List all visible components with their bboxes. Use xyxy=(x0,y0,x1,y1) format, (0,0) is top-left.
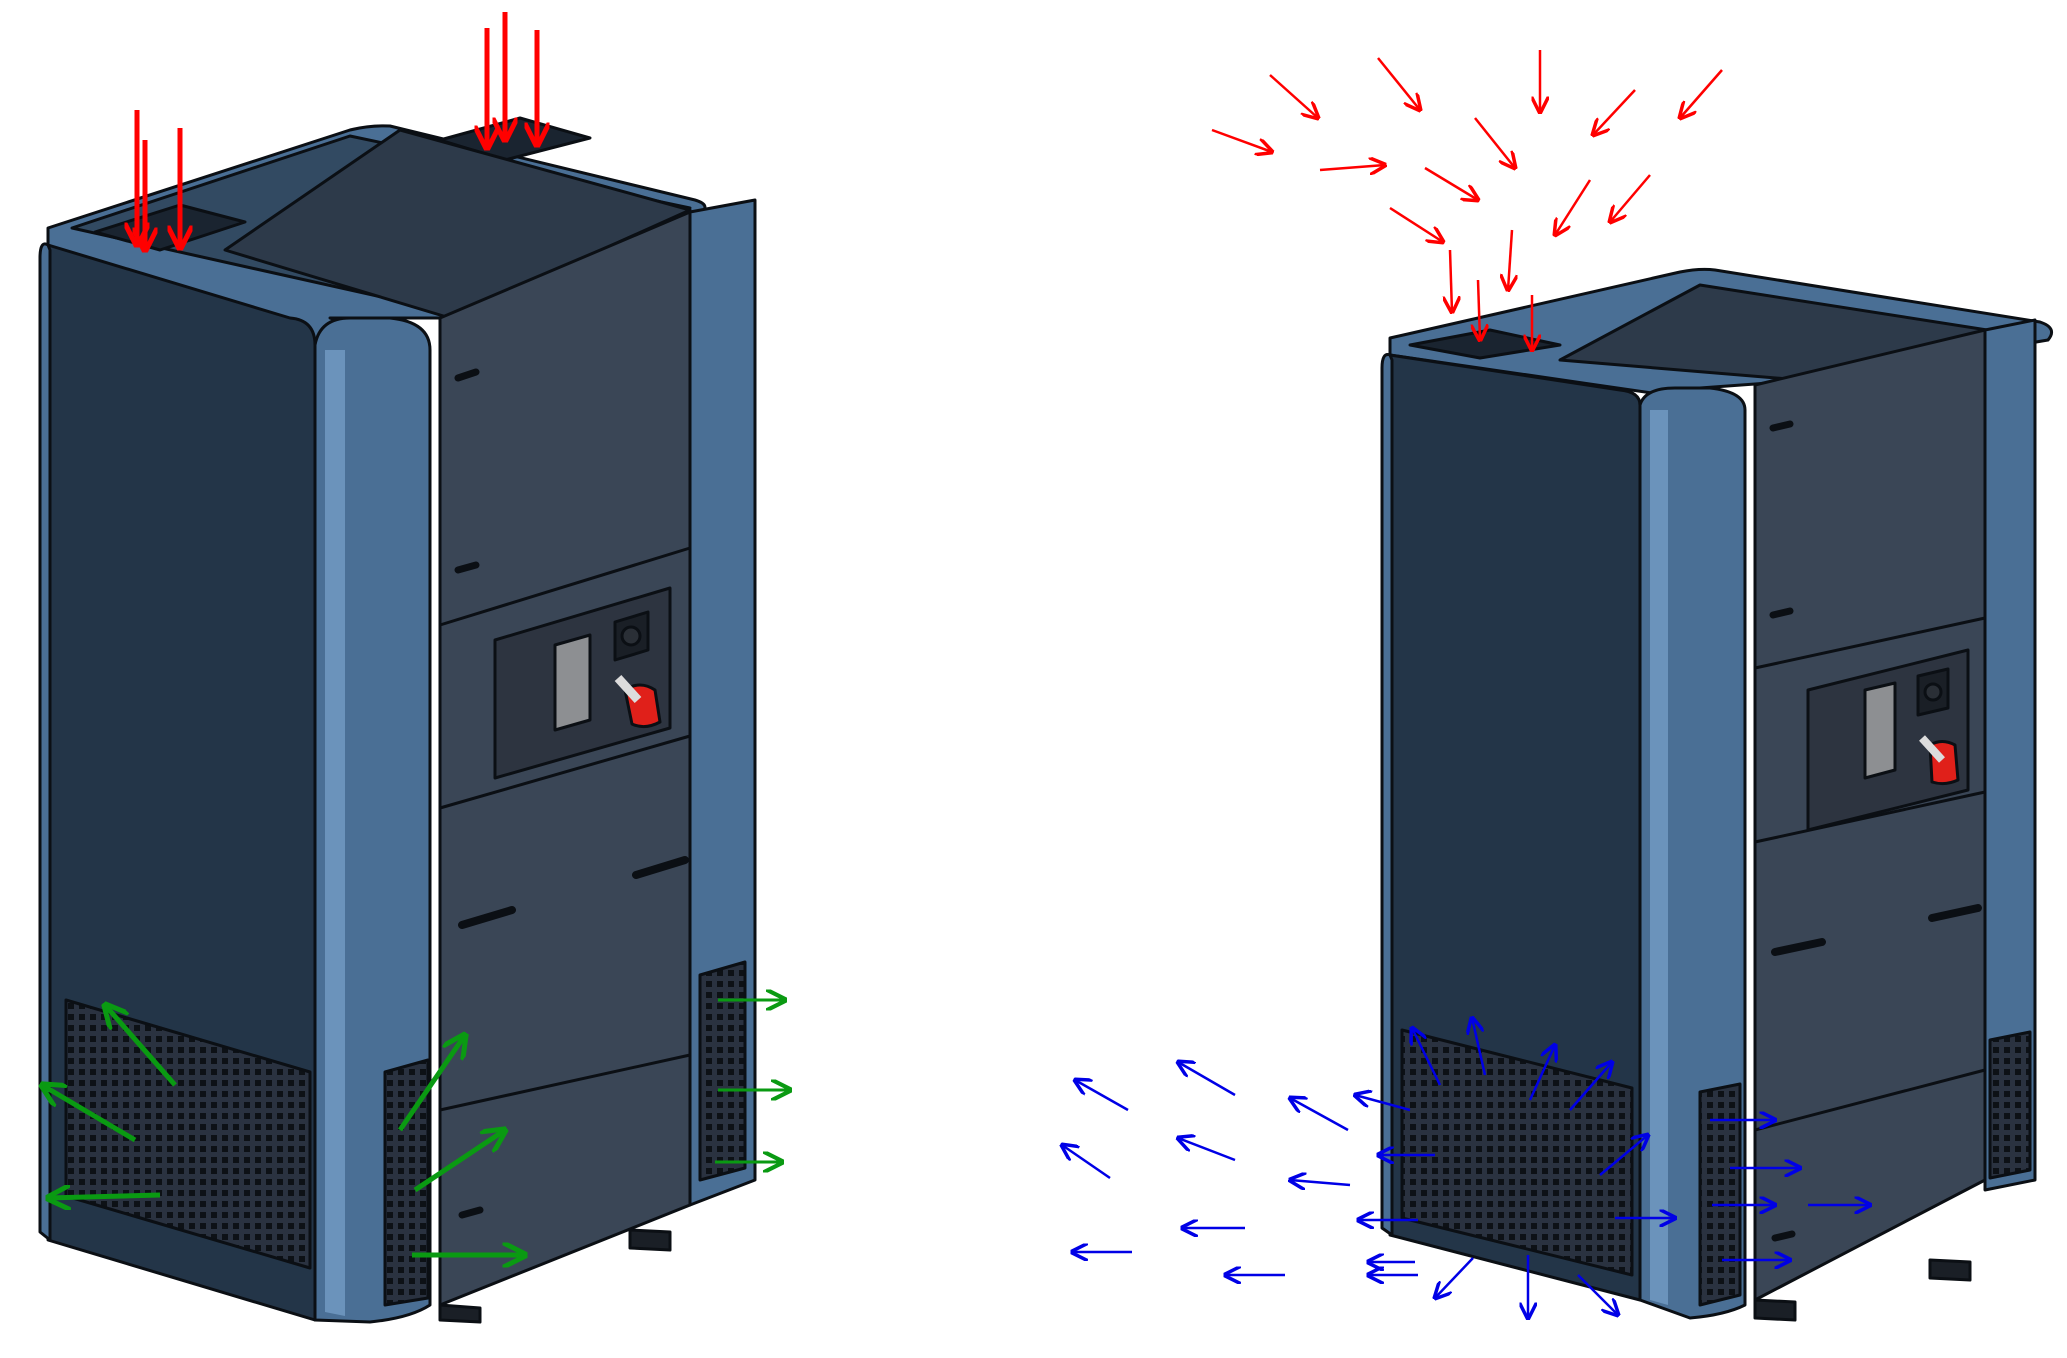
arrow-out-icon xyxy=(1412,1028,1442,1086)
arrow-out-icon xyxy=(397,1035,465,1132)
arrow-out-icon xyxy=(1290,1098,1349,1132)
arrow-out-icon xyxy=(1472,1018,1487,1076)
arrow-out-icon xyxy=(1577,1274,1618,1315)
exhaust-grille xyxy=(1988,1030,2032,1180)
arrow-out-icon xyxy=(1178,1138,1236,1162)
arrow-down-icon xyxy=(1680,69,1723,118)
door-handle xyxy=(458,906,516,929)
arrow-down-icon xyxy=(1593,89,1636,135)
arrow-down-icon xyxy=(1319,165,1385,170)
door-handle xyxy=(458,1206,484,1219)
top-vent xyxy=(1408,328,1562,360)
arrow-down-icon xyxy=(1474,117,1515,168)
arrow-down-icon xyxy=(1389,206,1443,242)
arrow-out-icon xyxy=(1569,1062,1612,1111)
door-handle xyxy=(1769,420,1794,432)
arrow-down-icon xyxy=(1269,74,1318,118)
arrow-out-icon xyxy=(42,1085,137,1143)
arrow-down-icon xyxy=(1478,279,1480,340)
arrow-out-icon xyxy=(413,1130,505,1193)
cabinet-foot xyxy=(1753,1298,1797,1322)
door-handle xyxy=(632,856,689,879)
arrow-down-icon xyxy=(1508,229,1512,290)
door-handle xyxy=(1928,904,1982,922)
arrow-out-icon xyxy=(1075,1080,1129,1112)
exhaust-arrows-right xyxy=(1062,1018,1870,1318)
exhaust-grille xyxy=(383,1058,430,1307)
intake-arrows-right xyxy=(1211,50,1723,350)
exhaust-arrows-left xyxy=(42,1005,525,1255)
door-handle xyxy=(454,368,480,382)
display-window xyxy=(553,633,592,732)
exhaust-grille xyxy=(1698,1082,1742,1307)
door-handle xyxy=(1771,1230,1796,1242)
arrow-out-icon xyxy=(48,1195,161,1198)
arrow-out-icon xyxy=(1355,1095,1411,1112)
arrow-out-icon xyxy=(1599,1135,1648,1176)
arrow-down-icon xyxy=(1450,249,1452,312)
cabinet-unit-left xyxy=(38,116,757,1324)
exhaust-arrows-left-rear xyxy=(715,1000,790,1162)
arrow-down-icon xyxy=(1424,166,1478,200)
cabinet-foot xyxy=(438,1303,482,1324)
cabinet-unit-right xyxy=(1380,267,2054,1322)
arrow-down-icon xyxy=(1211,128,1272,152)
arrow-out-icon xyxy=(1528,1045,1555,1101)
cabinet-foot xyxy=(1928,1258,1972,1282)
arrow-out-icon xyxy=(105,1005,177,1087)
exhaust-grille xyxy=(698,960,747,1182)
exhaust-grille xyxy=(64,998,312,1270)
arrow-down-icon xyxy=(1610,174,1651,222)
intake-arrows-left xyxy=(137,12,537,250)
cabinet-foot xyxy=(628,1228,672,1252)
arrow-down-icon xyxy=(1555,179,1592,235)
arrow-out-icon xyxy=(1062,1145,1111,1180)
arrow-out-icon xyxy=(1290,1180,1351,1185)
arrow-down-icon xyxy=(1377,57,1420,110)
arrow-out-icon xyxy=(1435,1257,1474,1298)
door-handle xyxy=(454,561,480,574)
door-handle xyxy=(1771,938,1826,956)
arrow-out-icon xyxy=(1178,1062,1236,1097)
door-handle xyxy=(1769,607,1794,619)
display-window xyxy=(1863,681,1897,780)
